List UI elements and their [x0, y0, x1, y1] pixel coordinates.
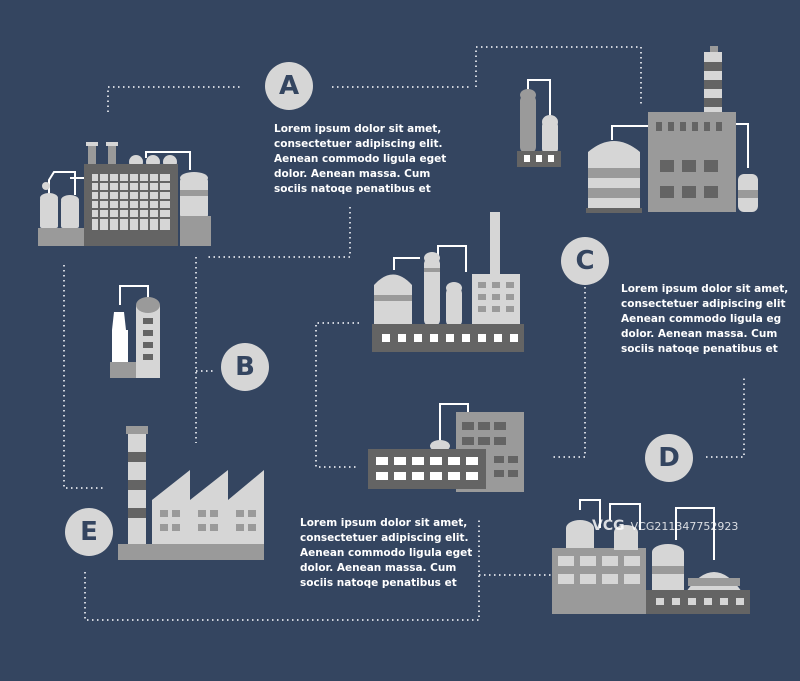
text-block-a: Lorem ipsum dolor sit amet, consectetuer…: [274, 122, 446, 197]
badge-b: B: [221, 343, 269, 391]
text-block-e: Lorem ipsum dolor sit amet, consectetuer…: [300, 516, 472, 591]
text-line: dolor. Aenean massa. Cum: [274, 168, 431, 180]
factory-refinery-top-left: [38, 142, 211, 246]
factory-complex-d: [552, 499, 750, 614]
text-line: Lorem ipsum dolor sit amet,: [300, 517, 468, 529]
connector-c-d: [551, 287, 586, 458]
text-line: dolor. Aenean massa. Cum: [300, 562, 457, 574]
factory-sawtooth-e: [118, 426, 264, 560]
badge-a: A: [265, 62, 313, 110]
connector-lines: [63, 46, 745, 621]
badge-d: D: [645, 434, 693, 482]
connector-left-v: [63, 265, 104, 489]
text-line: consectetuer adipiscing elit.: [300, 532, 469, 544]
watermark: VCG VCG211347752923: [592, 518, 738, 534]
connector-mid: [315, 322, 359, 468]
text-line: sociis natoqe penatibus et: [274, 183, 431, 195]
text-line: Aenean commodo ligula eg: [621, 313, 782, 325]
text-line: consectetuer adipiscing elit.: [274, 138, 443, 150]
text-line: Lorem ipsum dolor sit amet,: [621, 283, 789, 295]
badge-c: C: [561, 237, 609, 285]
text-line: dolor. Aenean massa. Cum: [621, 328, 778, 340]
connector-a-top: [475, 46, 642, 107]
factory-tower-b: [110, 285, 160, 378]
badge-e: E: [65, 508, 113, 556]
text-line: Aenean commodo ligula eget: [300, 547, 473, 559]
text-line: Aenean commodo ligula eget: [274, 153, 447, 165]
watermark-logo: VCG: [592, 518, 625, 534]
factory-plant-top-right: [517, 46, 758, 213]
connector-bottom: [84, 520, 480, 621]
factory-refinery-center: [372, 212, 524, 352]
text-line: sociis natoqe penatibus et: [621, 343, 778, 355]
factory-buildings-middle: [368, 403, 524, 492]
connector-d-right: [706, 377, 745, 458]
text-line: consectetuer adipiscing elit: [621, 298, 786, 310]
connector-a-left: [107, 86, 240, 112]
text-line: sociis natoqe penatibus et: [300, 577, 457, 589]
text-block-c: Lorem ipsum dolor sit amet, consectetuer…: [621, 282, 788, 357]
watermark-id: VCG211347752923: [630, 520, 739, 533]
text-line: Lorem ipsum dolor sit amet,: [274, 123, 442, 135]
connector-a-down: [208, 207, 351, 258]
